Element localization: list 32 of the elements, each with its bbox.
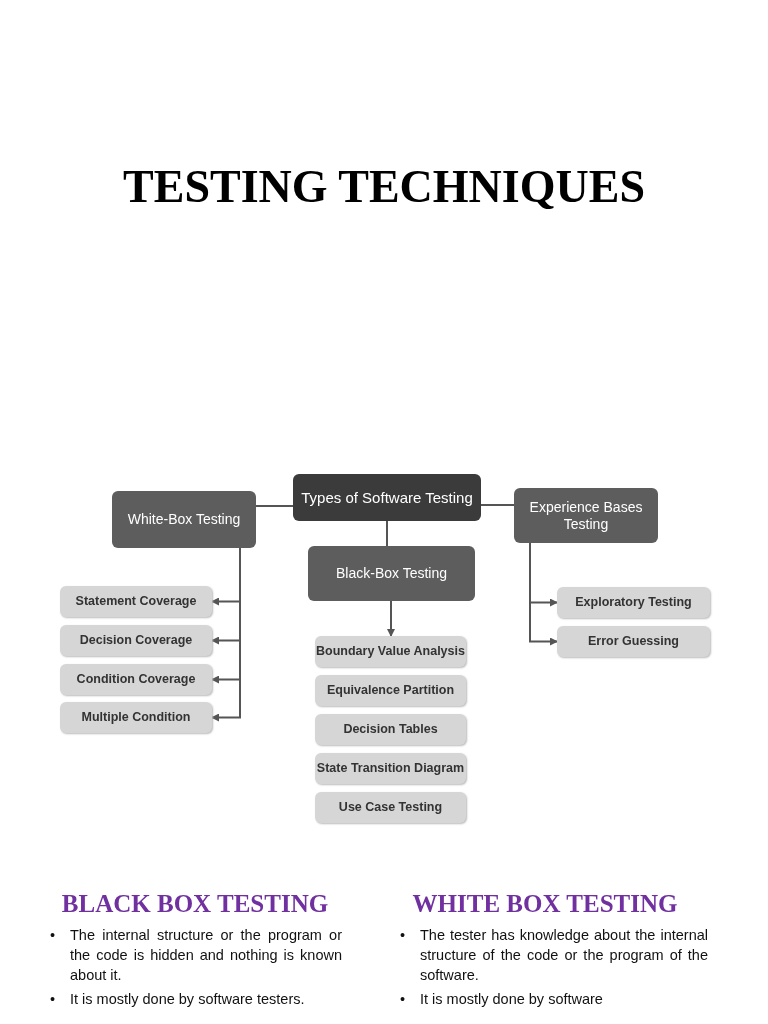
bullet: • [50, 990, 57, 1009]
category-box: White-Box Testing [112, 491, 256, 548]
technique-box: State Transition Diagram [315, 753, 466, 784]
category-box: Types of Software Testing [293, 474, 481, 521]
connector-line [386, 520, 388, 547]
bullet: • [400, 926, 407, 945]
bullet: • [400, 990, 407, 1009]
bullet: • [50, 926, 57, 945]
technique-box: Equivalence Partition [315, 675, 466, 706]
section-heading: BLACK BOX TESTING [60, 890, 330, 918]
technique-box: Multiple Condition [60, 702, 212, 733]
technique-box: Use Case Testing [315, 792, 466, 823]
bullet-text: The internal structure or the program or the code is hidden and nothing is known about it. [70, 926, 342, 985]
technique-box: Decision Tables [315, 714, 466, 745]
technique-box: Condition Coverage [60, 664, 212, 695]
technique-box: Boundary Value Analysis [315, 636, 466, 667]
category-box: Experience Bases Testing [514, 488, 658, 543]
arrow [211, 547, 241, 722]
section-heading: WHITE BOX TESTING [411, 890, 679, 918]
bullet-text: It is mostly done by software testers. [70, 990, 306, 1009]
title: TESTING TECHNIQUES [122, 160, 646, 213]
technique-box: Decision Coverage [60, 625, 212, 656]
technique-box: Error Guessing [557, 626, 710, 657]
connector-line [255, 505, 294, 507]
category-box: Black-Box Testing [308, 546, 475, 601]
bullet-text: It is mostly done by software [420, 990, 604, 1009]
arrow [529, 542, 558, 646]
technique-box: Statement Coverage [60, 586, 212, 617]
connector-line [480, 504, 515, 506]
technique-box: Exploratory Testing [557, 587, 710, 618]
bullet-text: The tester has knowledge about the internal structure of the code or the program of the software. [420, 926, 708, 985]
arrow [387, 600, 395, 637]
